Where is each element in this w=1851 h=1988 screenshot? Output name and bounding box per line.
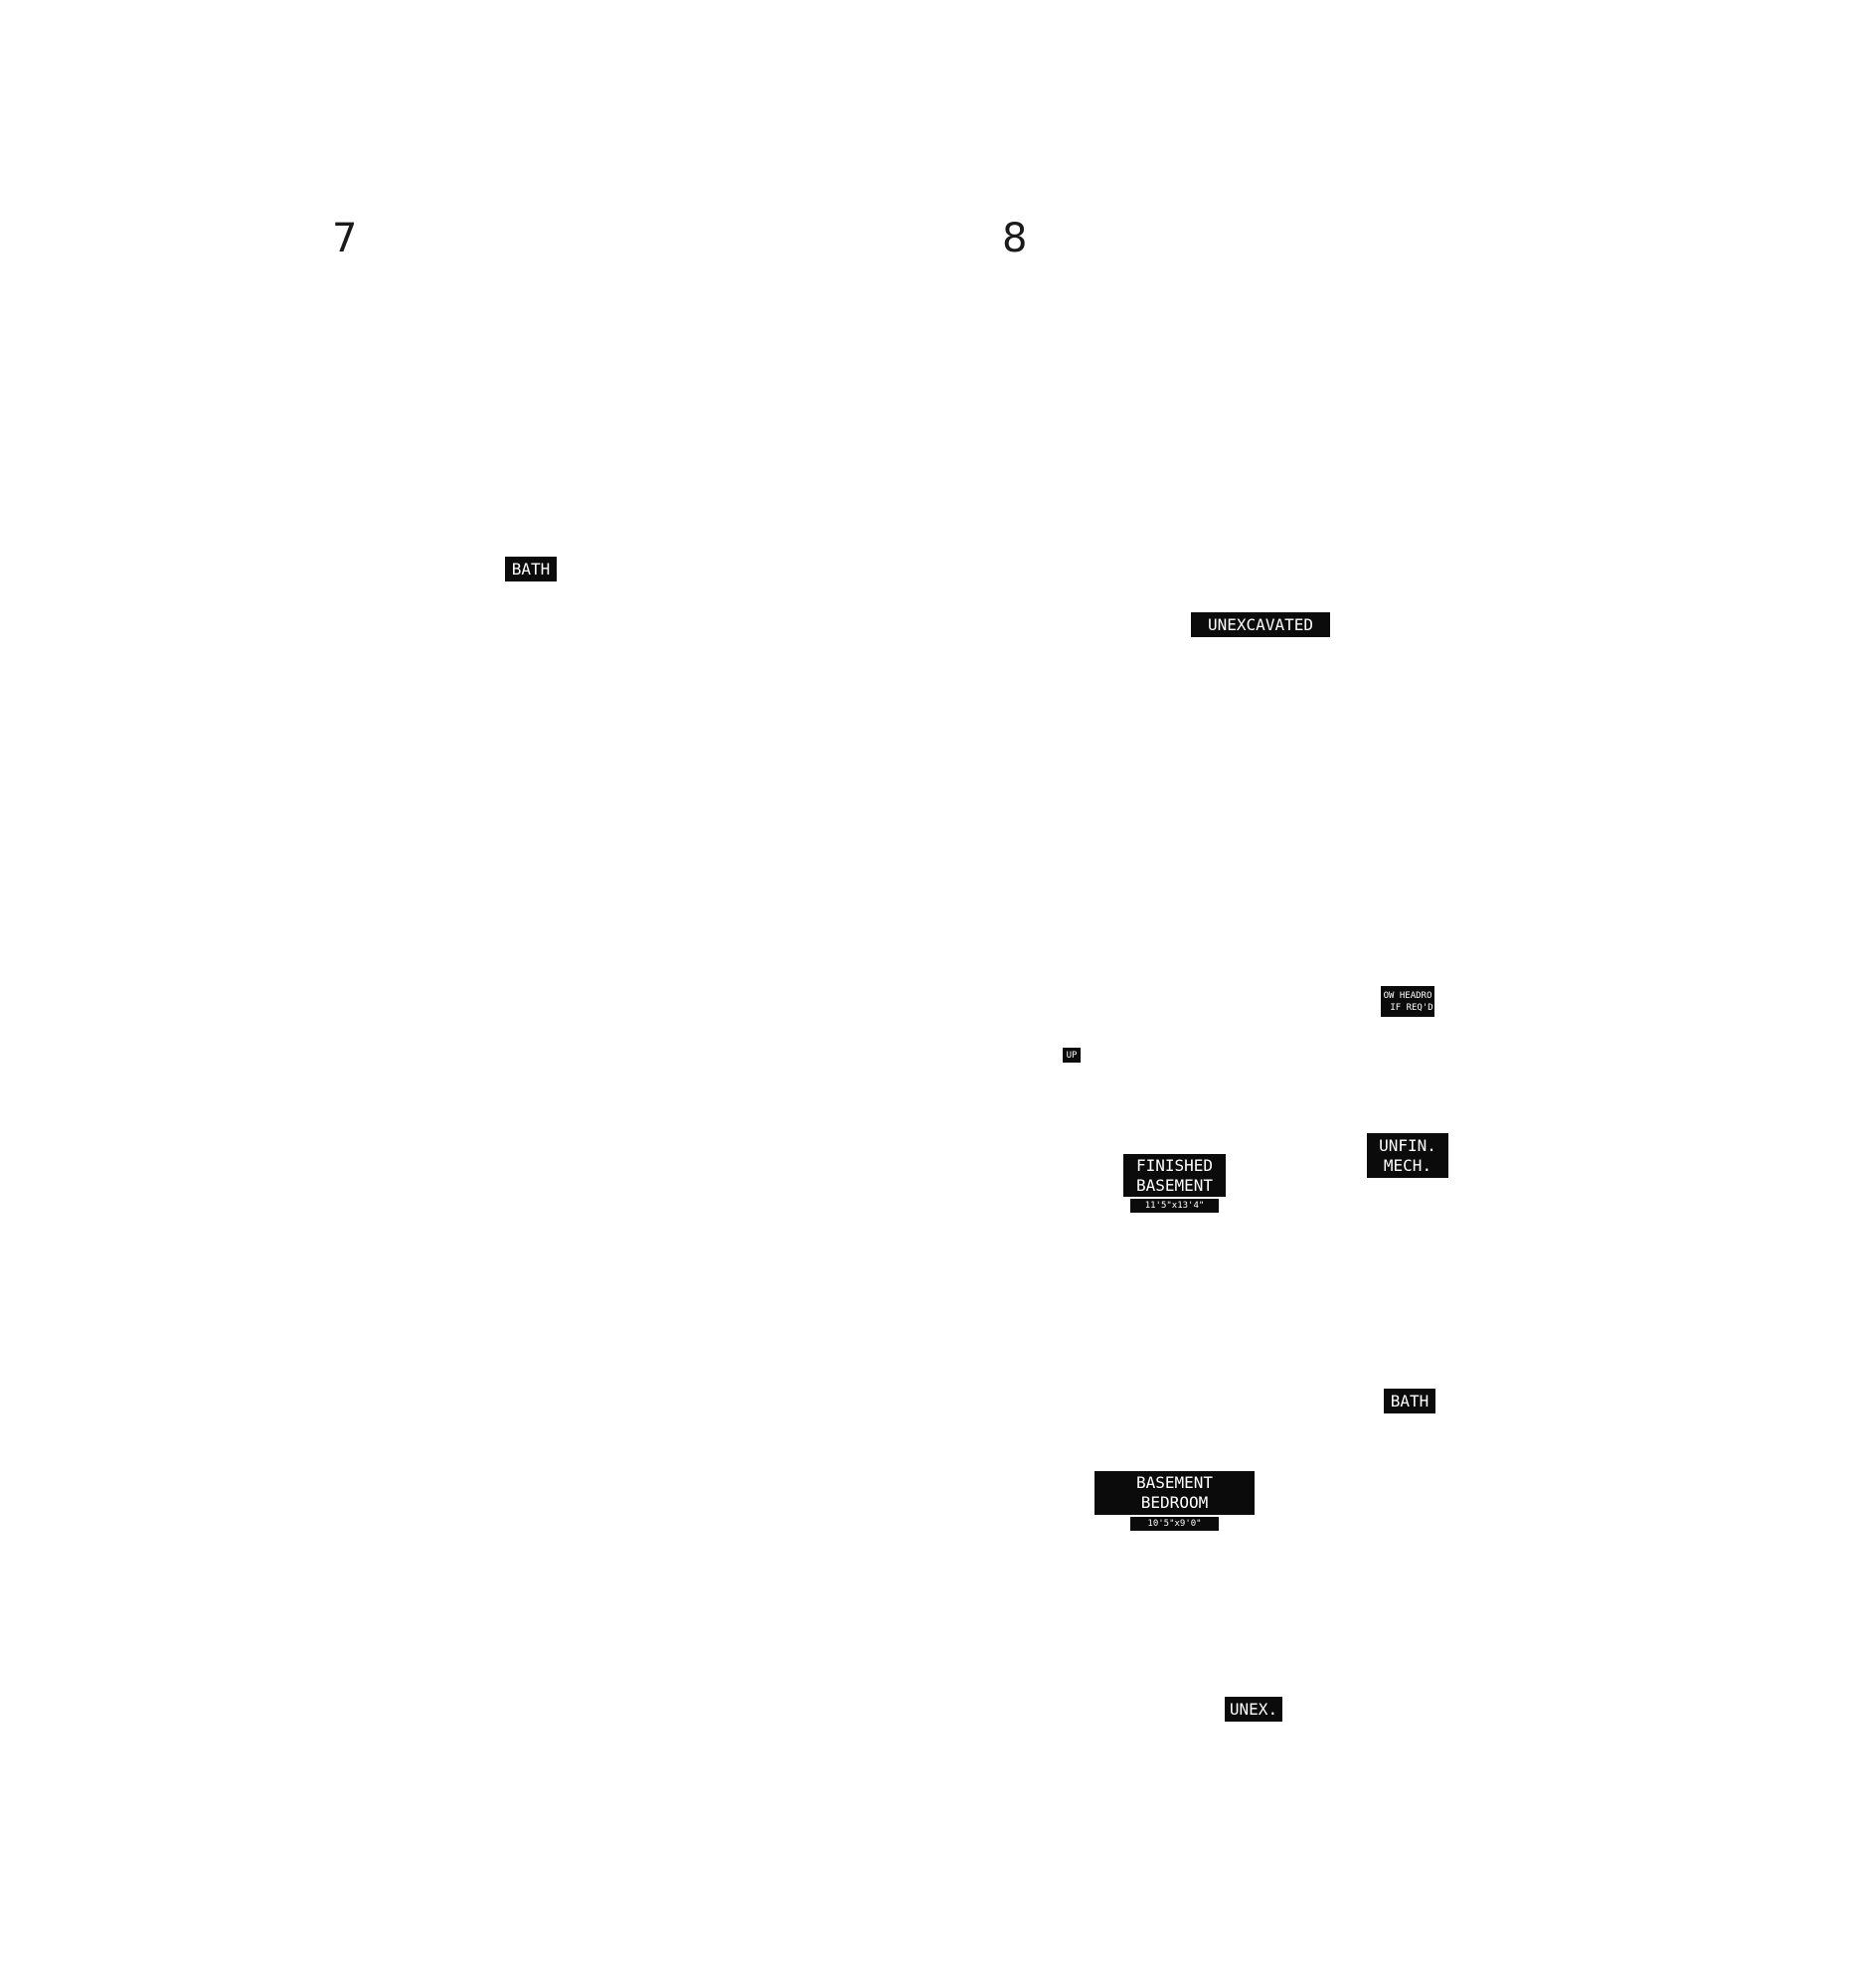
room-label-text: BATH — [511, 560, 551, 579]
room-label-line-2: BASEMENT — [1135, 1175, 1214, 1195]
note-line-1: OW HEADRO — [1383, 990, 1432, 1001]
room-label-bath-right: BATH — [1384, 1389, 1435, 1413]
room-label-text: UNEXCAVATED — [1208, 615, 1313, 634]
room-label-text: UNEX. — [1229, 1700, 1278, 1719]
note-low-headroom: OW HEADRO IF REQ'D — [1381, 986, 1434, 1017]
stair-up-label: UP — [1063, 1048, 1081, 1063]
room-dimensions-finished-basement: 11'5"x13'4" — [1130, 1199, 1219, 1213]
page-number-right: 8 — [1002, 216, 1028, 261]
room-label-line-1: BASEMENT — [1135, 1473, 1214, 1492]
room-label-line-1: UNFIN. — [1379, 1135, 1436, 1155]
page-number-left: 7 — [332, 216, 358, 261]
room-label-finished-basement: FINISHED BASEMENT — [1123, 1154, 1226, 1197]
room-label-basement-bedroom: BASEMENT BEDROOM — [1094, 1471, 1255, 1515]
room-dimensions-text: 10'5"x9'0" — [1147, 1519, 1202, 1529]
room-label-line-1: FINISHED — [1135, 1155, 1214, 1175]
stair-up-text: UP — [1066, 1050, 1078, 1061]
room-label-bath-left: BATH — [505, 557, 557, 581]
room-label-unexcavated: UNEXCAVATED — [1191, 612, 1330, 637]
room-label-line-2: MECH. — [1383, 1155, 1432, 1175]
room-label-unex: UNEX. — [1225, 1697, 1282, 1722]
room-label-unfin-mech: UNFIN. MECH. — [1367, 1133, 1448, 1178]
room-label-text: BATH — [1390, 1392, 1430, 1410]
room-dimensions-text: 11'5"x13'4" — [1144, 1201, 1205, 1211]
room-label-line-2: BEDROOM — [1140, 1493, 1209, 1512]
room-dimensions-basement-bedroom: 10'5"x9'0" — [1130, 1517, 1219, 1531]
note-line-2: IF REQ'D — [1390, 1002, 1433, 1013]
